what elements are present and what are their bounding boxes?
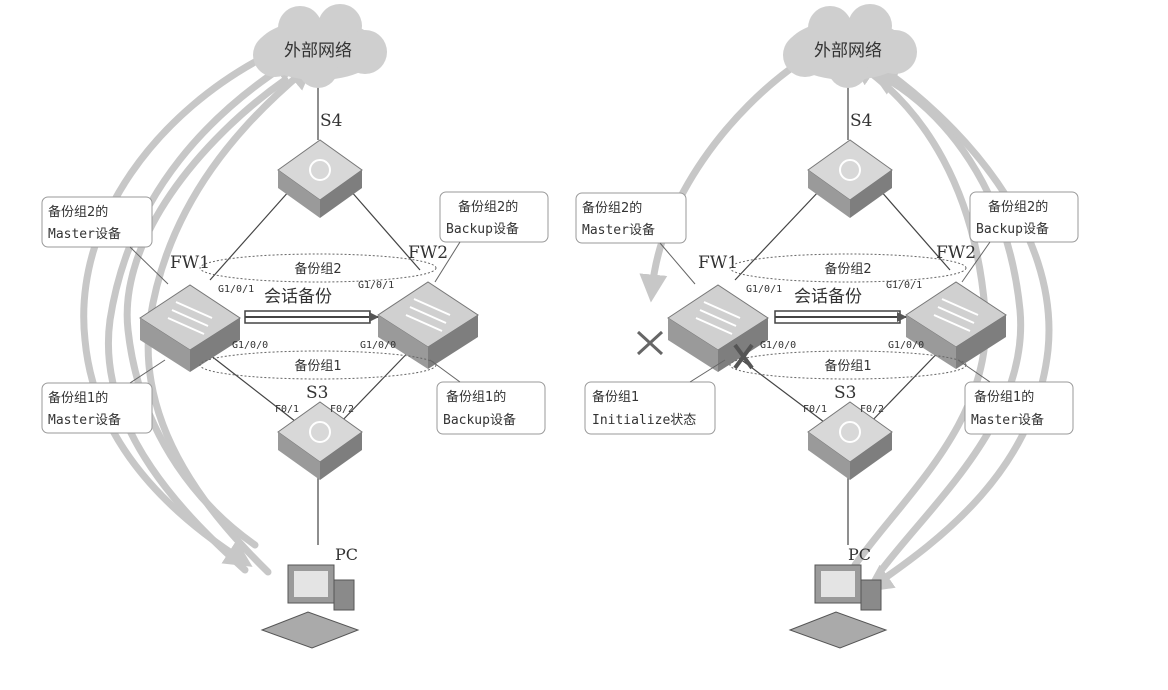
s3-port-f01: F0/1	[803, 404, 827, 415]
firewall-fw2: FW2	[905, 243, 1007, 369]
backup-group-2-label: 备份组2	[294, 261, 341, 277]
flow-arrow-up-left	[104, 55, 301, 574]
s3-port-f02: F0/2	[330, 404, 354, 415]
firewall-fw1: FW1	[667, 253, 769, 372]
switch-s3-label: S3	[306, 383, 328, 403]
traffic-flow-arrows	[639, 56, 1053, 593]
firewall-icon	[933, 298, 979, 332]
session-backup-label: 会话备份	[264, 287, 332, 307]
cloud-label: 外部网络	[284, 41, 352, 61]
external-network-cloud: 外部网络	[253, 4, 387, 88]
svg-text:备份组2的: 备份组2的	[48, 204, 108, 220]
svg-text:备份组1: 备份组1	[592, 389, 639, 405]
network-links	[209, 80, 421, 545]
flow-arrow-up-right-b	[868, 69, 1025, 576]
pc-computer: PC	[260, 545, 360, 649]
switch-s4: S4	[807, 111, 893, 218]
svg-text:Backup设备: Backup设备	[443, 412, 516, 428]
backup-group-1-label: 备份组1	[294, 358, 341, 374]
svg-text:Backup设备: Backup设备	[446, 221, 519, 237]
session-backup-label: 会话备份	[794, 287, 862, 307]
firewall-icon	[695, 301, 741, 335]
backup-group-2-ellipse	[199, 253, 437, 283]
svg-text:Master设备: Master设备	[971, 412, 1044, 428]
switch-s4-label: S4	[850, 111, 872, 131]
left-panel: 外部网络 S4 S3 F0/1 F0/2 FW1	[41, 4, 549, 649]
backup-group-2-ellipse	[729, 253, 967, 283]
callout-fw2-backup-group-1-master: 备份组1的 Master设备	[957, 359, 1074, 435]
callout-fw2-backup-group-2-backup: 备份组2的 Backup设备	[961, 191, 1079, 283]
svg-text:备份组1的: 备份组1的	[48, 390, 108, 406]
switch-s3: S3 F0/1 F0/2	[803, 383, 893, 480]
svg-text:备份组2的: 备份组2的	[988, 199, 1048, 215]
flow-arrow-down-right	[864, 56, 1053, 593]
fw2-label: FW2	[408, 243, 448, 263]
svg-text:备份组2的: 备份组2的	[458, 199, 518, 215]
svg-text:备份组1的: 备份组1的	[974, 389, 1034, 405]
fw1-label: FW1	[170, 253, 210, 273]
callout-fw1-backup-group-1-initialize: 备份组1 Initialize状态	[584, 359, 726, 435]
pc-label: PC	[848, 545, 871, 564]
s3-port-f01: F0/1	[275, 404, 299, 415]
backup-group-2-label: 备份组2	[824, 261, 871, 277]
switch-icon	[839, 159, 861, 181]
callout-fw2-backup-group-2-backup: 备份组2的 Backup设备	[434, 191, 549, 283]
link-failure-x-icon	[636, 330, 664, 356]
traffic-flow-arrows	[80, 51, 315, 576]
fw2-port-g101: G1/0/1	[886, 280, 922, 291]
port-failure-x-icon	[733, 343, 754, 370]
fw2-port-g100: G1/0/0	[888, 340, 924, 351]
svg-text:Master设备: Master设备	[582, 222, 655, 238]
svg-text:Backup设备: Backup设备	[976, 221, 1049, 237]
switch-s4: S4	[277, 111, 363, 218]
firewall-fw2: FW2	[377, 243, 479, 369]
flow-arrow-failed-left	[639, 58, 804, 303]
switch-icon	[309, 159, 331, 181]
fw1-port-g100: G1/0/0	[760, 340, 796, 351]
pc-computer: PC	[788, 545, 888, 649]
callout-fw2-backup-group-1-backup: 备份组1的 Backup设备	[429, 359, 546, 435]
callout-fw1-backup-group-2-master: 备份组2的 Master设备	[41, 196, 169, 285]
switch-s4-label: S4	[320, 111, 342, 131]
external-network-cloud: 外部网络	[783, 4, 917, 88]
flow-arrow-down-a	[80, 51, 272, 567]
switch-s3-label: S3	[834, 383, 856, 403]
fw1-label: FW1	[698, 253, 738, 273]
switch-icon	[839, 421, 861, 443]
fw1-port-g100: G1/0/0	[232, 340, 268, 351]
fw1-port-g101: G1/0/1	[218, 284, 254, 295]
callout-fw1-backup-group-1-master: 备份组1的 Master设备	[41, 359, 166, 434]
flow-arrow-down-b	[123, 76, 289, 549]
svg-text:备份组2的: 备份组2的	[582, 200, 642, 216]
switch-icon	[309, 421, 331, 443]
firewall-icon	[167, 301, 213, 335]
svg-text:Master设备: Master设备	[48, 226, 121, 242]
svg-text:Initialize状态: Initialize状态	[592, 413, 696, 428]
right-panel: 外部网络 S4 S3 F0/1 F0/2 FW1	[575, 4, 1079, 649]
firewall-icon	[405, 298, 451, 332]
fw1-port-g101: G1/0/1	[746, 284, 782, 295]
svg-text:Master设备: Master设备	[48, 412, 121, 428]
fw2-port-g101: G1/0/1	[358, 280, 394, 291]
pc-label: PC	[335, 545, 358, 564]
switch-s3: S3 F0/1 F0/2	[275, 383, 363, 480]
fw2-port-g100: G1/0/0	[360, 340, 396, 351]
svg-text:备份组1的: 备份组1的	[446, 389, 506, 405]
callout-fw1-backup-group-2-master: 备份组2的 Master设备	[575, 192, 696, 285]
fw2-label: FW2	[936, 243, 976, 263]
backup-group-1-label: 备份组1	[824, 358, 871, 374]
cloud-label: 外部网络	[814, 41, 882, 61]
s3-port-f02: F0/2	[860, 404, 884, 415]
